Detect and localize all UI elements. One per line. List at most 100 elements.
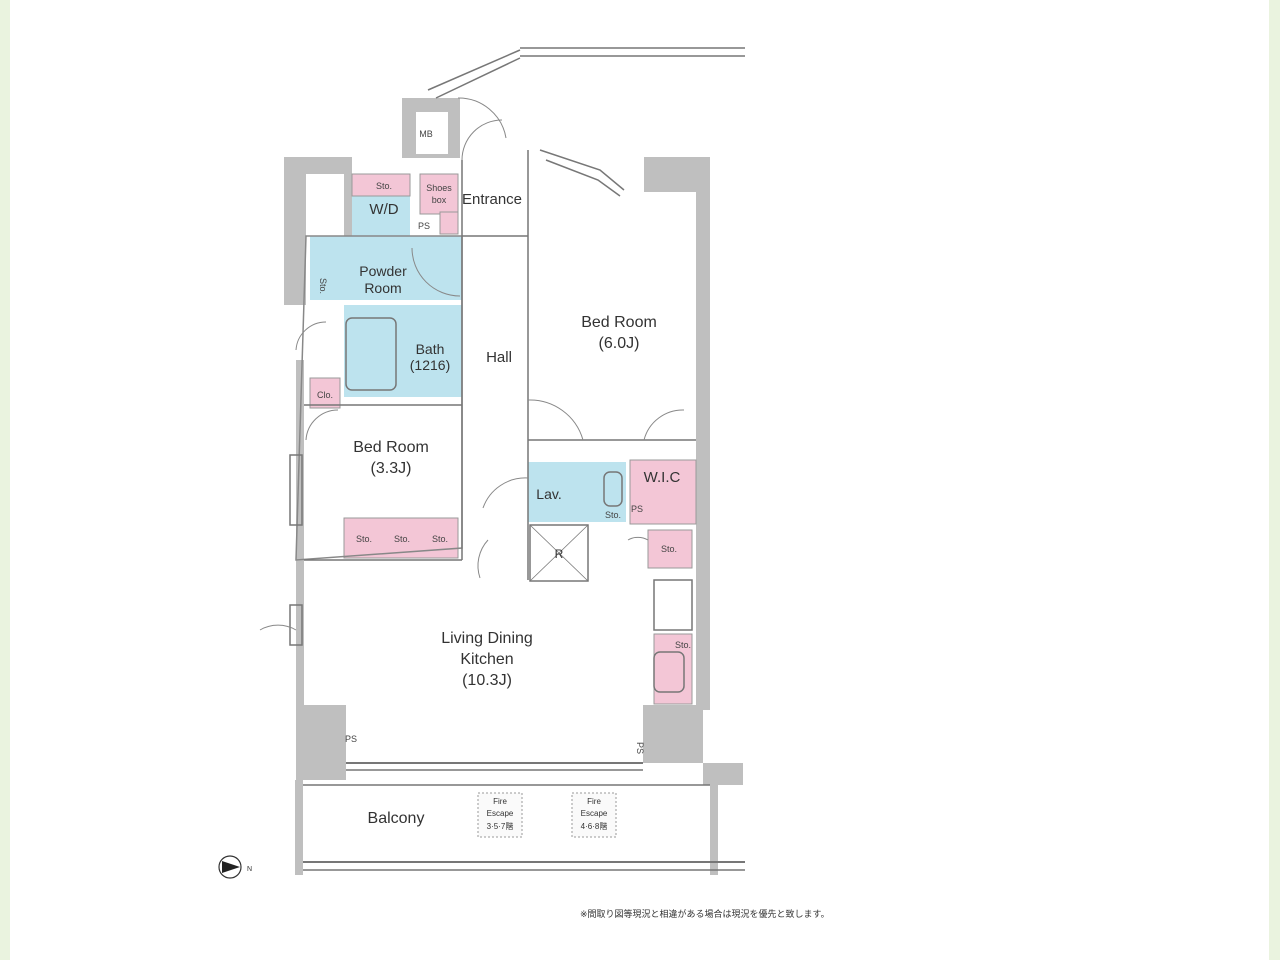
fire-escape-2-label-1: Fire (587, 797, 601, 806)
shoes-box-label-2: box (432, 195, 447, 205)
bed-room-large-label-2: (6.0J) (599, 335, 640, 352)
sto-right-area (647, 529, 693, 569)
wic-door-swing (643, 409, 685, 441)
window-left-2 (289, 604, 303, 646)
clo-label: Clo. (317, 390, 333, 400)
hall-label: Hall (486, 349, 512, 366)
fire-escape-1-label-1: Fire (493, 797, 507, 806)
fire-escape-box-2 (571, 792, 617, 838)
wd-area (352, 196, 410, 236)
ldk-label-2: Kitchen (460, 651, 513, 668)
powder-sto-label: Sto. (318, 278, 328, 294)
fire-escape-2-label-3: 4·6·8階 (581, 821, 608, 831)
top-diag-rail-2 (435, 57, 521, 99)
bed-room-small-label-1: Bed Room (353, 439, 429, 456)
wic-label: W.I.C (644, 469, 681, 486)
door-swings (259, 97, 685, 631)
fire-escape-box-1 (477, 792, 523, 838)
floor-plan: MB Entrance Shoes box Sto. W/D PS Powder… (218, 47, 745, 879)
storage-areas (309, 173, 697, 705)
shoes-box-label-1: Shoes (426, 183, 452, 193)
ldk-side-door-swing (259, 624, 297, 631)
window-left-1 (289, 454, 303, 526)
powder-room-label-1: Powder (359, 263, 407, 279)
wall-wd-left (344, 157, 352, 247)
bath-label-2: (1216) (410, 357, 450, 373)
interior-lines (289, 47, 745, 871)
side-door-swing (295, 321, 327, 351)
bay-window (539, 149, 625, 191)
powder-door-swing (411, 247, 461, 297)
top-diag-rail (427, 49, 521, 91)
wall-bottom-left-block (296, 705, 346, 780)
powder-room-label-2: Room (364, 280, 401, 296)
ps-left-label: PS (345, 734, 357, 744)
disclaimer-note: ※間取り図等現況と相違がある場合は現況を優先と致します。 (580, 910, 830, 920)
r-diag-2 (529, 524, 589, 582)
wall-balcony-left (295, 780, 303, 875)
lav-sto-label: Sto. (605, 510, 621, 520)
lav-door-swing (482, 477, 529, 509)
sto-row-area (343, 517, 459, 559)
sto-b-label: Sto. (394, 534, 410, 544)
wall-top-right-block (644, 157, 710, 192)
clo-area (309, 377, 341, 409)
bathtub (345, 317, 397, 391)
ps-entrance-label: PS (418, 221, 430, 231)
kitchen-sink (653, 651, 685, 693)
fire-escape-boxes (477, 792, 617, 838)
ps-right-label: PS (635, 742, 645, 754)
bath-area (344, 305, 462, 397)
wall-bottom-right-block (643, 705, 703, 763)
floor-plan-frame: MB Entrance Shoes box Sto. W/D PS Powder… (10, 0, 1269, 960)
walls (284, 98, 743, 875)
north-label: N (247, 866, 252, 873)
ps-lav-label: PS (631, 504, 643, 514)
wall-right-main (696, 190, 710, 710)
bath-label-1: Bath (416, 341, 445, 357)
wall-balcony-right (710, 785, 718, 875)
bay-window-2 (545, 159, 621, 197)
bed-room-large-label-1: Bed Room (581, 314, 657, 331)
labels: MB Entrance Shoes box Sto. W/D PS Powder… (317, 129, 691, 831)
ldk-label-3: (10.3J) (462, 672, 512, 689)
kitchen-sto-label: Sto. (675, 640, 691, 650)
clo-door-swing (305, 409, 339, 441)
refrigerator-label: R (555, 547, 564, 561)
wd-sto-area (351, 173, 411, 197)
wall-left-upper (284, 157, 306, 305)
shoes-box-area (419, 173, 459, 215)
sto-right-label: Sto. (661, 544, 677, 554)
north-arrow-circle (218, 855, 242, 879)
ldk-label-1: Living Dining (441, 630, 533, 647)
bedroom-door-swing (527, 399, 584, 441)
cooktop (653, 579, 693, 631)
fire-escape-2-label-2: Escape (581, 809, 608, 818)
wall-right-extension (703, 763, 743, 785)
wd-sto-label: Sto. (376, 181, 392, 191)
powder-room-area (310, 236, 462, 300)
bed-room-small-label-2: (3.3J) (371, 460, 412, 477)
mb-label: MB (419, 129, 433, 139)
north-arrow-icon (222, 861, 240, 873)
sto-c-label: Sto. (432, 534, 448, 544)
sto-a-label: Sto. (356, 534, 372, 544)
toilet (603, 471, 623, 507)
refrigerator-space (529, 524, 589, 582)
ldk-door-swing (477, 539, 489, 579)
wet-areas (310, 196, 626, 522)
wic-area (629, 459, 697, 525)
fire-escape-1-label-3: 3·5·7階 (487, 821, 514, 831)
entrance-label: Entrance (462, 191, 522, 208)
north-arrow: N (218, 855, 252, 879)
wall-left-main (296, 360, 304, 780)
wd-label: W/D (369, 201, 398, 218)
lav-label: Lav. (536, 486, 561, 502)
mb-door-swing (457, 97, 507, 139)
fire-escape-1-label-2: Escape (487, 809, 514, 818)
shoes-sub-area (439, 211, 459, 235)
entrance-door-swing (461, 119, 503, 161)
balcony-label: Balcony (368, 810, 425, 827)
sto-door-swing (627, 536, 649, 541)
mb-closet (416, 112, 448, 154)
